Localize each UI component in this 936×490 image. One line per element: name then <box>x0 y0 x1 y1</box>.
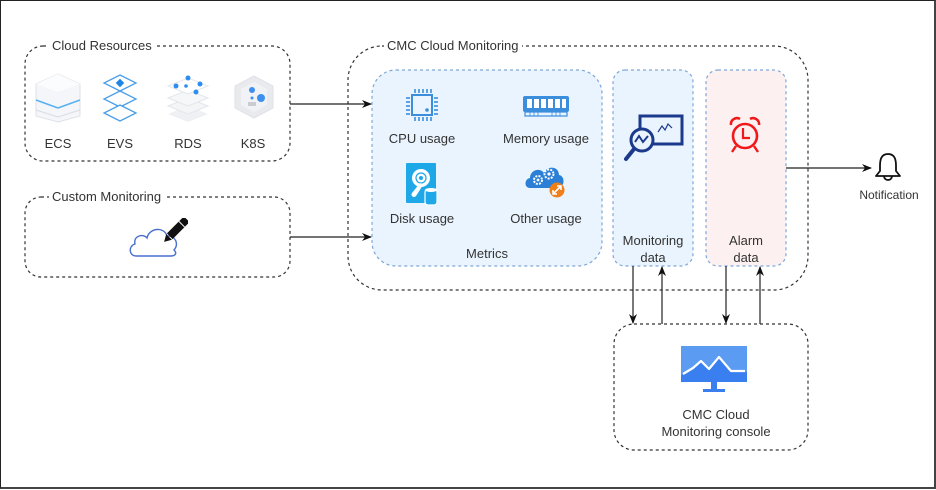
k8s-label: K8S <box>240 136 266 151</box>
console-label-2: Monitoring console <box>661 424 771 439</box>
monitoring-data-label-1: Monitoring <box>622 233 684 248</box>
memory-usage-label: Memory usage <box>503 131 589 146</box>
cpu-icon <box>406 89 438 121</box>
monitoring-data-label-2: data <box>640 250 666 265</box>
cmc-cloud-monitoring-group <box>347 45 809 291</box>
alarm-clock-icon <box>729 116 761 153</box>
monitor-analytics-icon <box>624 114 684 161</box>
console-label-1: CMC Cloud <box>682 407 750 422</box>
alarm-data-label-1: Alarm <box>729 233 763 248</box>
evs-storage-icon <box>102 74 138 122</box>
cloud-edit-icon <box>129 218 188 257</box>
other-usage-label: Other usage <box>510 211 582 226</box>
alarm-data-label-2: data <box>733 250 759 265</box>
rds-label: RDS <box>174 136 202 151</box>
alarm-data-box <box>705 69 787 267</box>
metrics-label: Metrics <box>466 246 508 261</box>
ecs-label: ECS <box>44 136 72 151</box>
rds-database-icon <box>166 75 210 122</box>
bell-icon <box>875 153 901 181</box>
ecs-server-icon <box>35 73 81 123</box>
custom-monitoring-title: Custom Monitoring <box>49 189 165 204</box>
cmc-cloud-monitoring-title: CMC Cloud Monitoring <box>384 38 522 53</box>
cpu-usage-label: CPU usage <box>388 131 456 146</box>
memory-icon <box>523 96 569 117</box>
monitor-chart-icon <box>681 346 747 392</box>
k8s-container-icon <box>234 75 274 119</box>
disk-usage-label: Disk usage <box>389 211 455 226</box>
monitoring-data-box <box>612 69 694 267</box>
console-group <box>613 323 809 451</box>
metrics-box <box>371 69 603 267</box>
notification-label: Notification <box>859 188 919 202</box>
evs-label: EVS <box>106 136 134 151</box>
cloud-gears-icon <box>525 167 565 198</box>
disk-icon <box>406 163 438 206</box>
cloud-resources-title: Cloud Resources <box>49 38 155 53</box>
